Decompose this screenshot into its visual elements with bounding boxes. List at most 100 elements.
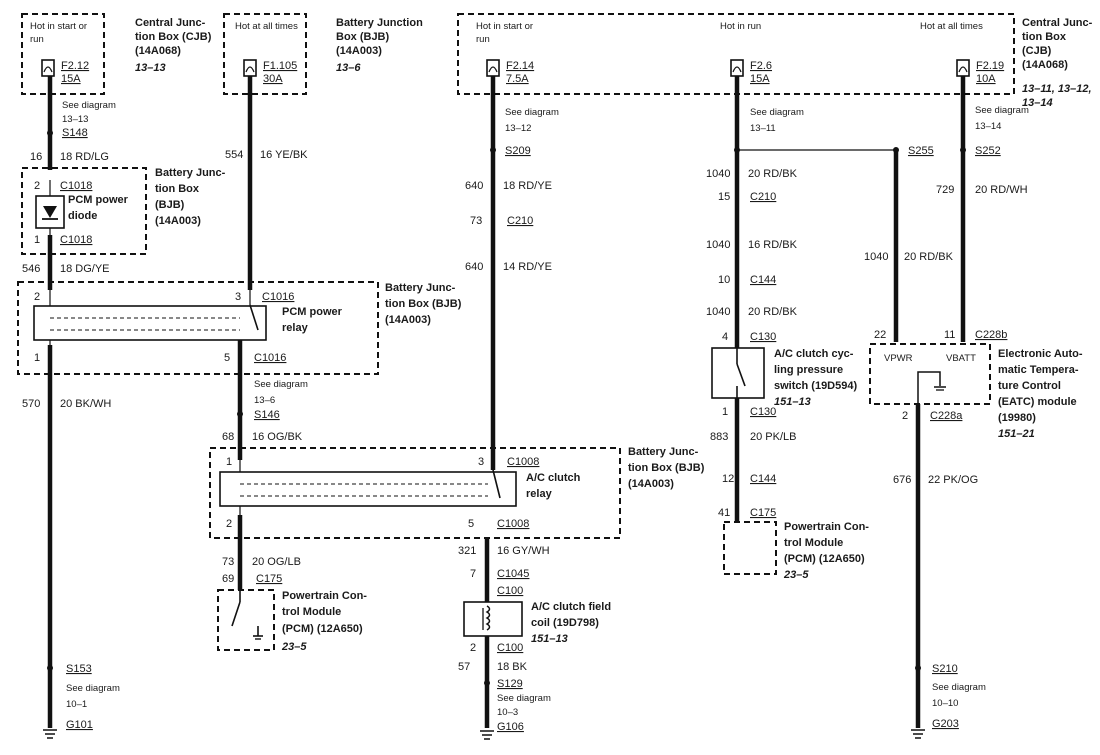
splice-s252 bbox=[960, 147, 966, 153]
svg-text:3: 3 bbox=[478, 456, 484, 468]
svg-text:run: run bbox=[476, 34, 490, 45]
svg-text:16: 16 bbox=[30, 151, 42, 163]
svg-text:See diagram: See diagram bbox=[62, 100, 116, 111]
ground-symbol-icon bbox=[917, 371, 946, 404]
svg-text:(14A003): (14A003) bbox=[385, 314, 431, 326]
svg-text:A/C clutch: A/C clutch bbox=[526, 472, 581, 484]
svg-text:coil (19D798): coil (19D798) bbox=[531, 617, 599, 629]
svg-text:VPWR: VPWR bbox=[884, 353, 913, 364]
svg-text:554: 554 bbox=[225, 149, 243, 161]
svg-text:2: 2 bbox=[226, 518, 232, 530]
svg-text:tion Box: tion Box bbox=[155, 183, 200, 195]
svg-text:C228b: C228b bbox=[975, 329, 1007, 341]
svg-text:(BJB): (BJB) bbox=[155, 199, 185, 211]
svg-text:3: 3 bbox=[235, 291, 241, 303]
pcm-module-box-right bbox=[723, 521, 777, 575]
svg-text:(19980): (19980) bbox=[998, 412, 1036, 424]
svg-text:30A: 30A bbox=[263, 73, 283, 85]
svg-text:Hot at all times: Hot at all times bbox=[920, 21, 983, 32]
svg-text:(14A003): (14A003) bbox=[336, 45, 382, 57]
svg-text:trol Module: trol Module bbox=[282, 606, 341, 618]
svg-text:1: 1 bbox=[34, 234, 40, 246]
svg-text:See diagram: See diagram bbox=[505, 107, 559, 118]
pcm-module-box-left bbox=[217, 589, 275, 651]
ground-g101: G101 bbox=[66, 719, 93, 731]
svg-text:20 OG/LB: 20 OG/LB bbox=[252, 556, 301, 568]
svg-text:23–5: 23–5 bbox=[281, 641, 307, 653]
svg-text:5: 5 bbox=[468, 518, 474, 530]
svg-text:Hot in start or: Hot in start or bbox=[476, 21, 533, 32]
fuse-f1-105: F1.105 bbox=[263, 60, 297, 72]
svg-text:matic Tempera-: matic Tempera- bbox=[998, 364, 1079, 376]
pcm-power-relay-box bbox=[17, 281, 379, 375]
svg-text:A/C clutch field: A/C clutch field bbox=[531, 601, 611, 613]
svg-text:16 RD/BK: 16 RD/BK bbox=[748, 239, 798, 251]
svg-text:883: 883 bbox=[710, 431, 728, 443]
svg-text:Battery Junc-: Battery Junc- bbox=[385, 282, 456, 294]
svg-text:20 RD/BK: 20 RD/BK bbox=[904, 251, 954, 263]
splice-s209 bbox=[490, 147, 496, 153]
svg-text:1: 1 bbox=[34, 352, 40, 364]
svg-text:(CJB): (CJB) bbox=[1022, 45, 1052, 57]
svg-text:(14A003): (14A003) bbox=[628, 478, 674, 490]
pressure-switch-icon bbox=[711, 347, 765, 399]
svg-text:151–21: 151–21 bbox=[998, 428, 1035, 440]
svg-text:trol Module: trol Module bbox=[784, 537, 843, 549]
svg-text:relay: relay bbox=[282, 322, 309, 334]
svg-text:321: 321 bbox=[458, 545, 476, 557]
svg-text:Powertrain Con-: Powertrain Con- bbox=[282, 590, 367, 602]
svg-text:20 PK/LB: 20 PK/LB bbox=[750, 431, 796, 443]
svg-text:13–13: 13–13 bbox=[135, 62, 166, 74]
relay-icon bbox=[33, 304, 267, 341]
svg-text:C144: C144 bbox=[750, 473, 776, 485]
svg-text:640: 640 bbox=[465, 180, 483, 192]
fuse-f2-14: F2.14 bbox=[506, 60, 534, 72]
splice-s148 bbox=[47, 130, 53, 136]
svg-text:C1016: C1016 bbox=[262, 291, 294, 303]
svg-text:tion Box: tion Box bbox=[1022, 31, 1067, 43]
svg-text:S153: S153 bbox=[66, 663, 92, 675]
svg-text:18 RD/LG: 18 RD/LG bbox=[60, 151, 109, 163]
splice-s148-label: S148 bbox=[62, 127, 88, 139]
svg-text:A/C clutch cyc-: A/C clutch cyc- bbox=[774, 348, 854, 360]
svg-text:570: 570 bbox=[22, 398, 40, 410]
svg-text:C210: C210 bbox=[750, 191, 776, 203]
svg-text:C100: C100 bbox=[497, 585, 523, 597]
svg-text:Powertrain Con-: Powertrain Con- bbox=[784, 521, 869, 533]
svg-text:729: 729 bbox=[936, 184, 954, 196]
svg-text:16 OG/BK: 16 OG/BK bbox=[252, 431, 303, 443]
svg-text:Electronic Auto-: Electronic Auto- bbox=[998, 348, 1083, 360]
svg-text:S255: S255 bbox=[908, 145, 934, 157]
svg-text:15: 15 bbox=[718, 191, 730, 203]
svg-text:S252: S252 bbox=[975, 145, 1001, 157]
svg-text:22: 22 bbox=[874, 329, 886, 341]
svg-text:41: 41 bbox=[718, 507, 730, 519]
svg-text:12: 12 bbox=[722, 473, 734, 485]
svg-text:C175: C175 bbox=[750, 507, 776, 519]
svg-text:13–6: 13–6 bbox=[336, 62, 361, 74]
pcm-power-diode-box bbox=[21, 167, 147, 255]
svg-text:Central Junc-: Central Junc- bbox=[1022, 17, 1093, 29]
svg-text:C130: C130 bbox=[750, 406, 776, 418]
svg-text:5: 5 bbox=[224, 352, 230, 364]
fuse-f2-12-amp: 15A bbox=[61, 73, 81, 85]
svg-text:ture Control: ture Control bbox=[998, 380, 1061, 392]
svg-text:Hot in run: Hot in run bbox=[720, 21, 761, 32]
svg-text:relay: relay bbox=[526, 488, 553, 500]
svg-text:See diagram: See diagram bbox=[254, 379, 308, 390]
svg-text:546: 546 bbox=[22, 263, 40, 275]
relay-icon bbox=[219, 469, 517, 507]
fuse-f2-19: F2.19 bbox=[976, 60, 1004, 72]
svg-text:See diagram: See diagram bbox=[750, 107, 804, 118]
svg-text:Battery Junc-: Battery Junc- bbox=[155, 167, 226, 179]
switch-icon bbox=[231, 590, 263, 640]
fuse-icon bbox=[243, 59, 257, 77]
svg-text:C1018: C1018 bbox=[60, 234, 92, 246]
fuse-icon bbox=[486, 59, 500, 77]
fuse-icon bbox=[41, 59, 55, 77]
svg-text:13–12: 13–12 bbox=[505, 123, 531, 134]
svg-text:20 RD/BK: 20 RD/BK bbox=[748, 168, 798, 180]
svg-text:S146: S146 bbox=[254, 409, 280, 421]
svg-text:10–1: 10–1 bbox=[66, 699, 87, 710]
splice-s129 bbox=[484, 680, 490, 686]
